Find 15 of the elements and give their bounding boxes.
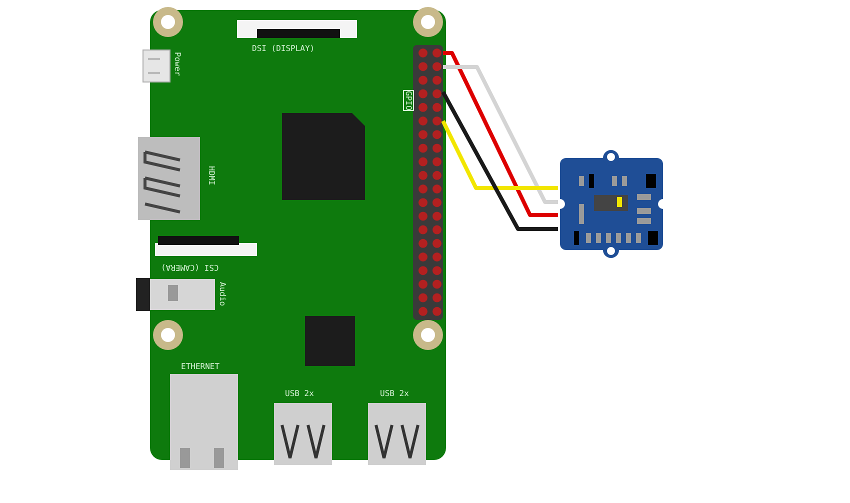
wire	[443, 65, 558, 204]
header-label: GPIO	[403, 90, 414, 112]
wire	[441, 91, 558, 231]
port-label: ETHERNET	[181, 362, 220, 371]
wire	[443, 51, 558, 217]
port-label: USB 2x	[380, 389, 409, 398]
port-label: Power	[173, 52, 182, 76]
sensor-module-drawing	[558, 150, 665, 258]
port-label: HDMI	[207, 166, 216, 186]
port-label: USB 2x	[285, 389, 314, 398]
wire	[441, 120, 558, 190]
pin-header	[413, 45, 443, 320]
port-label: Audio	[218, 282, 227, 306]
port-label: CSI (CAMERA)	[161, 263, 219, 272]
port-label: DSI (DISPLAY)	[252, 44, 315, 53]
